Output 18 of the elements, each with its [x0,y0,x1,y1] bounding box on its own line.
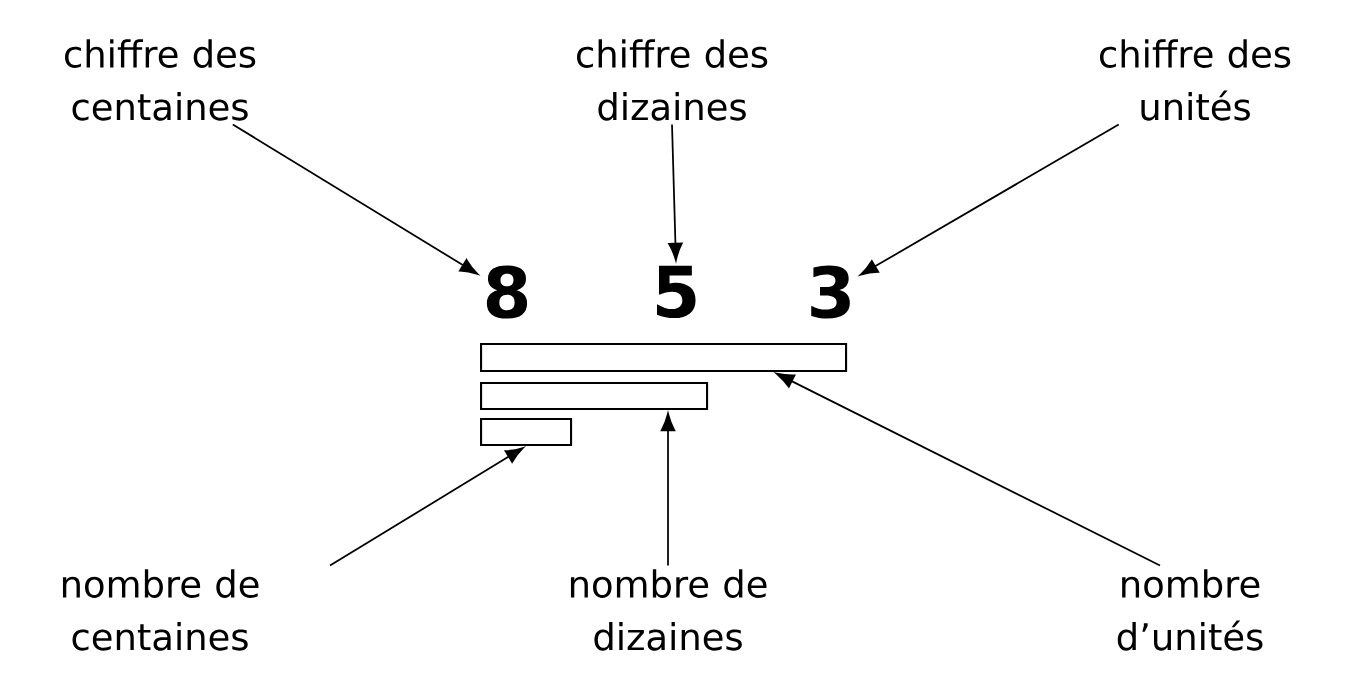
arrow [660,412,676,567]
node-label: nombre d’unités [1117,569,1263,651]
node-label: nombre de dizaines [570,569,767,651]
arrow [859,123,1120,276]
bar-rectangle [480,382,709,411]
bar-rectangle [480,343,848,373]
arrow [329,447,524,567]
node-label: chiffre des unités [1100,39,1291,121]
arrow [775,372,1161,567]
digit: 3 [811,265,850,319]
bar-rectangle [480,418,573,447]
node-label: chiffre des centaines [65,39,256,121]
arrow [231,123,479,275]
digit: 8 [486,265,528,319]
arrow [668,123,683,261]
node-label: nombre de centaines [62,569,259,651]
digit: 5 [657,265,696,319]
node-label: chiffre des dizaines [577,39,768,121]
